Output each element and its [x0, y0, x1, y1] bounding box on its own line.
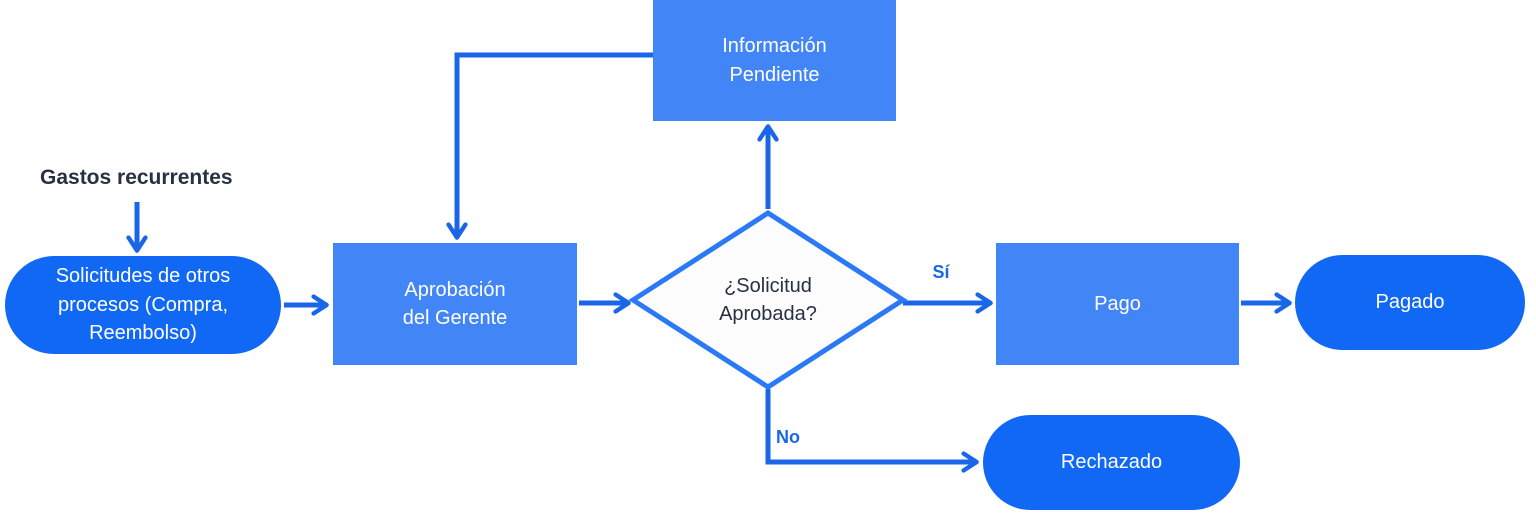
decision-diamond: [628, 210, 908, 390]
edge-decision-to-rechazado-no: [765, 389, 979, 473]
node-aprobacion-process: Aprobación del Gerente: [333, 243, 577, 365]
node-solicitudes-terminator: Solicitudes de otros procesos (Compra, R…: [5, 256, 281, 354]
annotation-gastos-recurrentes: Gastos recurrentes: [40, 166, 233, 189]
edge-label-yes: Sí: [932, 262, 950, 282]
edge-label-no: No: [776, 427, 800, 447]
node-rechazado-terminator: Rechazado: [983, 415, 1240, 510]
edge-informacion-to-aprobacion-loop: [446, 52, 653, 240]
node-pago-process: Pago: [996, 243, 1239, 365]
node-pagado-terminator: Pagado: [1295, 255, 1525, 350]
node-informacion-pendiente-process: Información Pendiente: [653, 0, 896, 121]
node-decision-label: ¿Solicitud Aprobada?: [719, 274, 817, 325]
